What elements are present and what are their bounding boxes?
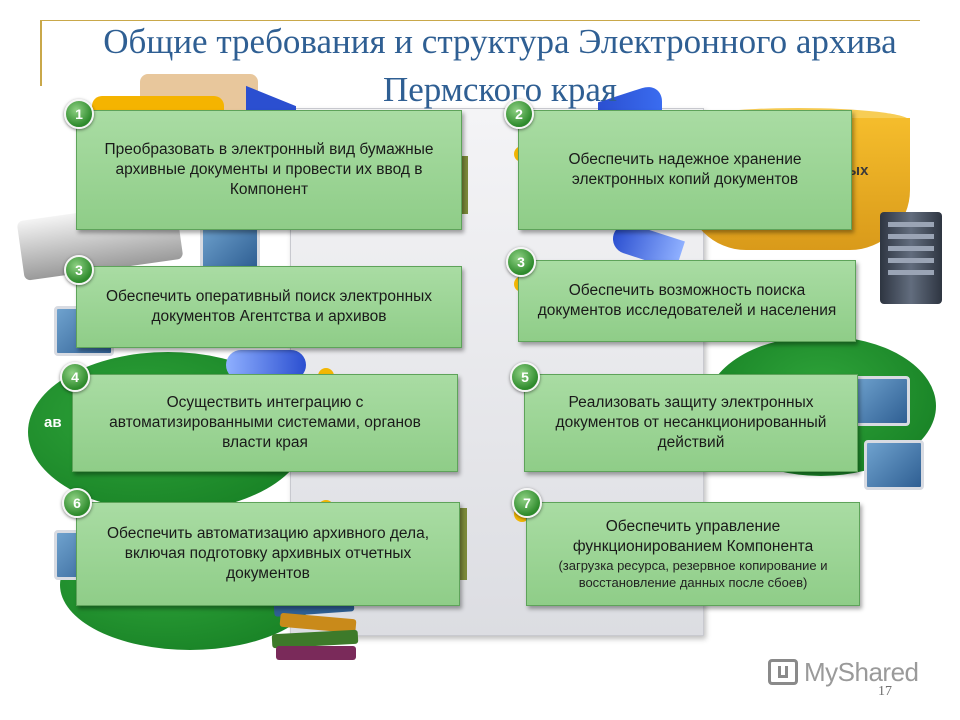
- books-icon: [270, 574, 366, 660]
- title-frame-bar: [40, 20, 42, 86]
- card-text: Обеспечить автоматизацию архивного дела,…: [106, 525, 430, 582]
- card-text: Обеспечить оперативный поиск электронных…: [105, 288, 433, 325]
- requirement-card: Обеспечить возможность поиска документов…: [518, 260, 856, 342]
- requirement-card: Обеспечить управление функционированием …: [526, 502, 860, 606]
- number-badge: 6: [62, 488, 92, 518]
- computer-icon: [850, 376, 910, 426]
- requirement-card: Реализовать защиту электронных документо…: [524, 374, 858, 472]
- card-text: Преобразовать в электронный вид бумажные…: [104, 141, 434, 198]
- number-badge: 2: [504, 99, 534, 129]
- number-badge: 3: [64, 255, 94, 285]
- requirement-card: Обеспечить надежное хранение электронных…: [518, 110, 852, 230]
- card-text: Обеспечить возможность поиска документов…: [537, 282, 837, 319]
- requirement-card: Осуществить интеграцию с автоматизирован…: [72, 374, 458, 472]
- logo-text: MyShared: [804, 656, 919, 687]
- card-text: Обеспечить управление функционированием …: [572, 518, 814, 555]
- left-label-fragment: ав: [44, 414, 62, 431]
- card-subtext: (загрузка ресурса, резервное копирование…: [558, 558, 828, 590]
- slide-title: Общие требования и структура Электронног…: [103, 22, 897, 109]
- title-frame-line: [40, 20, 920, 21]
- server-icon: [880, 212, 942, 304]
- number-badge: 4: [60, 362, 90, 392]
- requirement-card: Обеспечить оперативный поиск электронных…: [76, 266, 462, 348]
- myshared-logo: MyShared: [768, 656, 928, 688]
- card-text: Обеспечить надежное хранение электронных…: [568, 151, 802, 188]
- logo-icon: [768, 659, 798, 685]
- number-badge: 5: [510, 362, 540, 392]
- number-badge: 1: [64, 99, 94, 129]
- page-number: 17: [878, 684, 892, 699]
- number-badge: 7: [512, 488, 542, 518]
- number-badge: 3: [506, 247, 536, 277]
- computer-icon: [864, 440, 924, 490]
- requirement-card: Преобразовать в электронный вид бумажные…: [76, 110, 462, 230]
- card-text: Осуществить интеграцию с автоматизирован…: [109, 394, 421, 451]
- card-text: Реализовать защиту электронных документо…: [555, 394, 827, 451]
- requirement-card: Обеспечить автоматизацию архивного дела,…: [76, 502, 460, 606]
